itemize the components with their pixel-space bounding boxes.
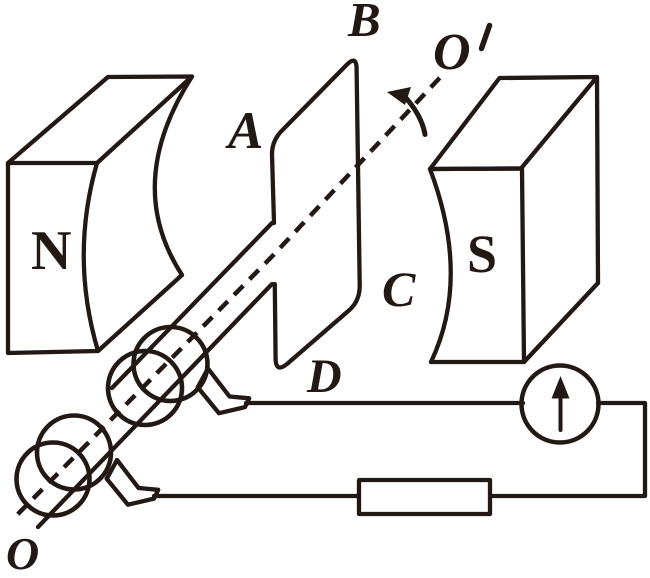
svg-text:C: C: [382, 261, 416, 317]
svg-text:B: B: [347, 0, 381, 47]
svg-text:D: D: [306, 350, 342, 403]
svg-text:N: N: [31, 220, 71, 282]
svg-text:S: S: [467, 224, 497, 284]
svg-text:A: A: [225, 102, 263, 160]
svg-text:O: O: [6, 528, 39, 578]
svg-text:O: O: [433, 24, 471, 81]
